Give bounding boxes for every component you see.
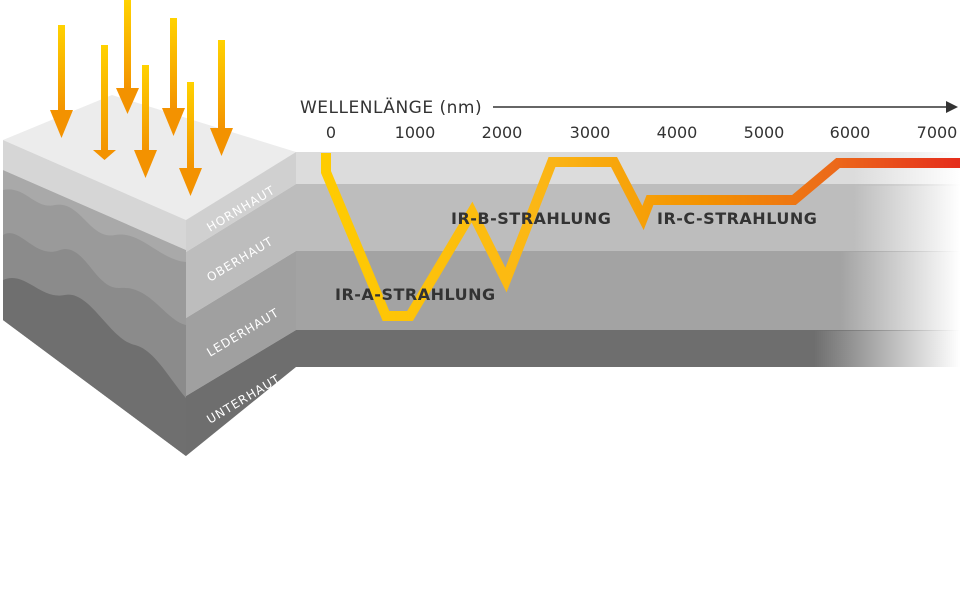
tick-label: 3000 xyxy=(570,123,611,142)
band-label-ir-c: IR-C-STRAHLUNG xyxy=(657,209,817,228)
axis-title: WELLENLÄNGE (nm) xyxy=(300,97,482,118)
sun-ray-arrows xyxy=(50,0,233,196)
band-label-ir-b: IR-B-STRAHLUNG xyxy=(451,209,611,228)
skin-block xyxy=(3,95,296,457)
right-face-lederhaut xyxy=(186,251,296,396)
tick-label: 7000 xyxy=(917,123,958,142)
band-label-ir-a: IR-A-STRAHLUNG xyxy=(335,285,496,304)
right-face-unterhaut xyxy=(186,330,296,456)
tick-label: 1000 xyxy=(395,123,436,142)
sun-ray-arrow-icon xyxy=(93,45,116,160)
sun-ray-arrow-icon xyxy=(50,25,73,138)
tick-label: 4000 xyxy=(657,123,698,142)
layer-strips xyxy=(296,152,960,367)
axis-arrow-head-icon xyxy=(946,101,958,113)
tick-label: 0 xyxy=(326,123,336,142)
left-face-wave-3 xyxy=(3,277,186,456)
sun-ray-arrow-icon xyxy=(134,65,157,178)
sun-ray-arrow-icon xyxy=(210,40,233,156)
sun-ray-arrow-icon xyxy=(162,18,185,136)
tick-label: 2000 xyxy=(482,123,523,142)
tick-label: 6000 xyxy=(830,123,871,142)
strip-unterhaut xyxy=(296,330,960,367)
penetration-curve xyxy=(321,153,960,321)
tick-label: 5000 xyxy=(744,123,785,142)
sun-ray-arrow-icon xyxy=(116,0,139,114)
left-face-hornhaut xyxy=(3,140,186,250)
right-face-oberhaut xyxy=(186,184,296,318)
right-face-hornhaut xyxy=(186,152,296,252)
axis-ticks: 0 1000 2000 3000 4000 5000 6000 7000 xyxy=(326,123,957,142)
sun-ray-arrow-icon xyxy=(179,82,202,196)
